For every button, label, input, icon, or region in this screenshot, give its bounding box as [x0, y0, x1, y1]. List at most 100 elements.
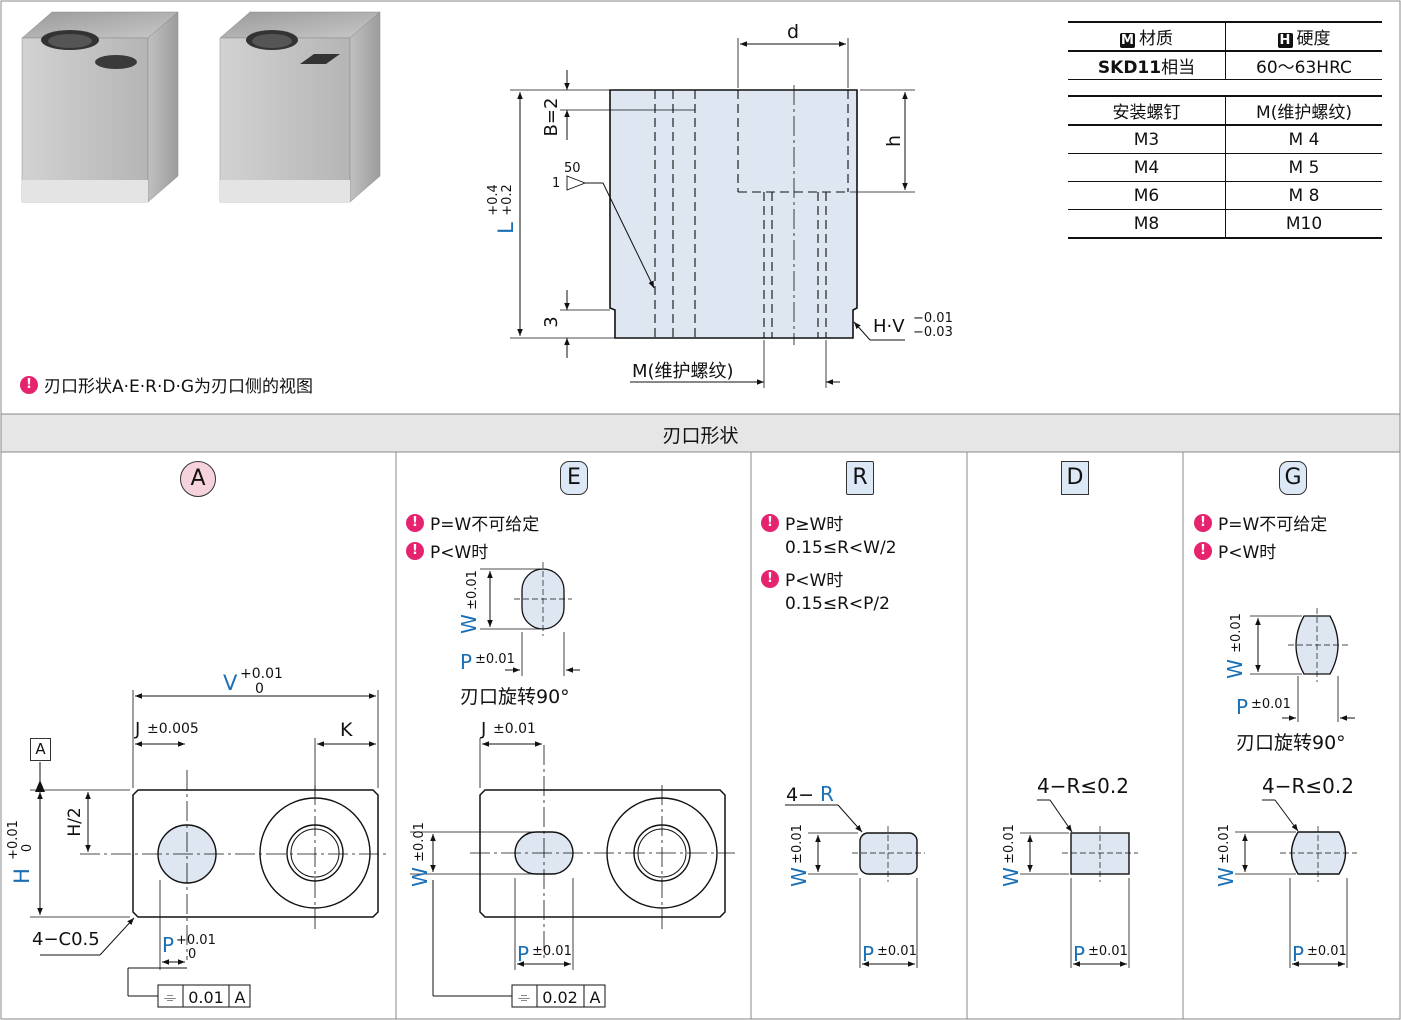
r-w: W	[787, 867, 811, 887]
panel-e-drawing	[410, 562, 735, 1008]
a-chamfer: 4−C0.5	[32, 929, 100, 950]
e-note-1: ! P=W不可给定	[406, 510, 539, 535]
e-sym-datum: A	[590, 988, 601, 1007]
a-j: J	[134, 719, 140, 740]
g-note-1-text: P=W不可给定	[1218, 515, 1328, 535]
section-band	[0, 413, 1401, 453]
a-k: K	[340, 719, 353, 741]
a-sym-symbol: ⌯	[164, 988, 176, 1006]
g-note-2: ! P<W时	[1194, 538, 1276, 563]
screw-table: 安装螺钉 M(维护螺纹) M3 M 4 M4 M 5 M6 M 8 M8 M10	[1068, 95, 1382, 239]
screw-cell: M8	[1068, 209, 1226, 238]
dim-3: 3	[541, 316, 562, 327]
e-note-1-text: P=W不可给定	[430, 515, 540, 535]
hardness-value: 60～63HRC	[1256, 58, 1352, 78]
e-w2-tol: ±0.01	[412, 822, 427, 862]
product-photo-round-hole	[21, 11, 179, 203]
warning-icon: !	[406, 513, 424, 532]
material-value: SKD11	[1097, 58, 1162, 78]
a-p: P	[162, 933, 174, 957]
warning-icon: !	[20, 375, 38, 394]
material-badge: M	[1120, 33, 1135, 48]
r-note-1-text: P≥W时	[785, 515, 844, 535]
g-w2: W	[1214, 867, 1238, 887]
panel-d-label: D	[1066, 465, 1084, 490]
d-p: P	[1073, 942, 1085, 966]
e-sym-tol: 0.02	[542, 988, 578, 1007]
g-note-2-text: P<W时	[1218, 543, 1277, 563]
dim-hv-tol-lower: −0.03	[913, 325, 953, 340]
e-p1: P	[460, 650, 472, 674]
a-p-tol-upper: +0.01	[176, 933, 216, 948]
e-rotate-note: 刃口旋转90°	[460, 686, 570, 708]
material-header: 材质	[1139, 29, 1173, 49]
thread-cell: M 4	[1288, 129, 1320, 150]
a-h2: H/2	[65, 807, 85, 836]
g-p1-tol: ±0.01	[1251, 697, 1291, 712]
main-side-view	[510, 38, 915, 388]
panel-a-label: A	[190, 466, 206, 491]
panel-g-label: G	[1284, 465, 1302, 490]
g-w2-tol: ±0.01	[1217, 824, 1232, 864]
dim-d: d	[787, 21, 799, 43]
a-sym-datum: A	[235, 988, 246, 1007]
a-v-tol-upper: +0.01	[240, 666, 283, 682]
dim-l: L	[494, 222, 518, 234]
dim-hv-tol-upper: −0.01	[913, 311, 953, 326]
dim-l-tol-upper: +0.4	[486, 184, 501, 216]
datum-a-label: A	[35, 740, 46, 758]
e-w1: W	[457, 614, 481, 634]
dim-h-main: h	[883, 135, 905, 147]
g-p2-tol: ±0.01	[1307, 944, 1347, 959]
panel-r-drawing	[785, 804, 925, 968]
warning-icon: !	[406, 541, 424, 560]
thread-cell: M 5	[1288, 157, 1320, 178]
product-photo-square-hole	[219, 11, 381, 203]
panel-r-badge: R	[846, 461, 874, 495]
g-p1: P	[1236, 695, 1248, 719]
d-four-r: 4−R≤0.2	[1037, 774, 1129, 798]
r-four-r-r: R	[820, 782, 834, 806]
dim-b: B=2	[541, 98, 562, 137]
a-h-tol-upper: +0.01	[6, 820, 21, 860]
table-row: M6 M 8	[1068, 181, 1382, 210]
panel-g-drawing	[1235, 608, 1357, 968]
top-note: ! 刃口形状A·E·R·D·G为刃口侧的视图	[20, 372, 313, 397]
g-w1: W	[1223, 659, 1247, 679]
thread-cell: M 8	[1288, 185, 1320, 206]
e-p2: P	[517, 942, 529, 966]
g-w1-tol: ±0.01	[1229, 613, 1244, 653]
screw-cell: M4	[1068, 153, 1226, 182]
hardness-header: 硬度	[1296, 29, 1331, 49]
d-p-tol: ±0.01	[1088, 944, 1128, 959]
e-p2-tol: ±0.01	[532, 944, 572, 959]
screw-col1-header: 安装螺钉	[1068, 96, 1226, 125]
a-sym-tol: 0.01	[188, 988, 224, 1007]
r-note-3: ! P<W时	[761, 566, 843, 591]
g-note-1: ! P=W不可给定	[1194, 510, 1327, 535]
warning-icon: !	[1194, 513, 1212, 532]
g-four-r: 4−R≤0.2	[1262, 774, 1354, 798]
a-v-tol-lower: 0	[255, 681, 264, 697]
r-p-tol: ±0.01	[877, 944, 917, 959]
e-w2: W	[408, 867, 432, 887]
dim-l-tol-lower: +0.2	[500, 184, 515, 216]
r-note-4: 0.15≤R<P/2	[785, 594, 890, 614]
dim-hv: H·V	[873, 316, 905, 337]
a-v: V	[223, 671, 238, 695]
screw-cell: M6	[1068, 181, 1226, 210]
material-header-cell: M 材质	[1068, 22, 1226, 51]
taper-1: 1	[552, 176, 560, 191]
r-note-2: 0.15≤R<W/2	[785, 538, 897, 558]
e-p1-tol: ±0.01	[475, 652, 515, 667]
panel-d-drawing	[1020, 799, 1138, 968]
top-note-text: 刃口形状A·E·R·D·G为刃口侧的视图	[44, 377, 314, 397]
panel-a-drawing	[30, 690, 388, 1008]
r-note-1: ! P≥W时	[761, 510, 843, 535]
r-w-tol: ±0.01	[790, 824, 805, 864]
e-sym-symbol: ⌯	[518, 988, 530, 1006]
a-h: H	[10, 868, 34, 884]
